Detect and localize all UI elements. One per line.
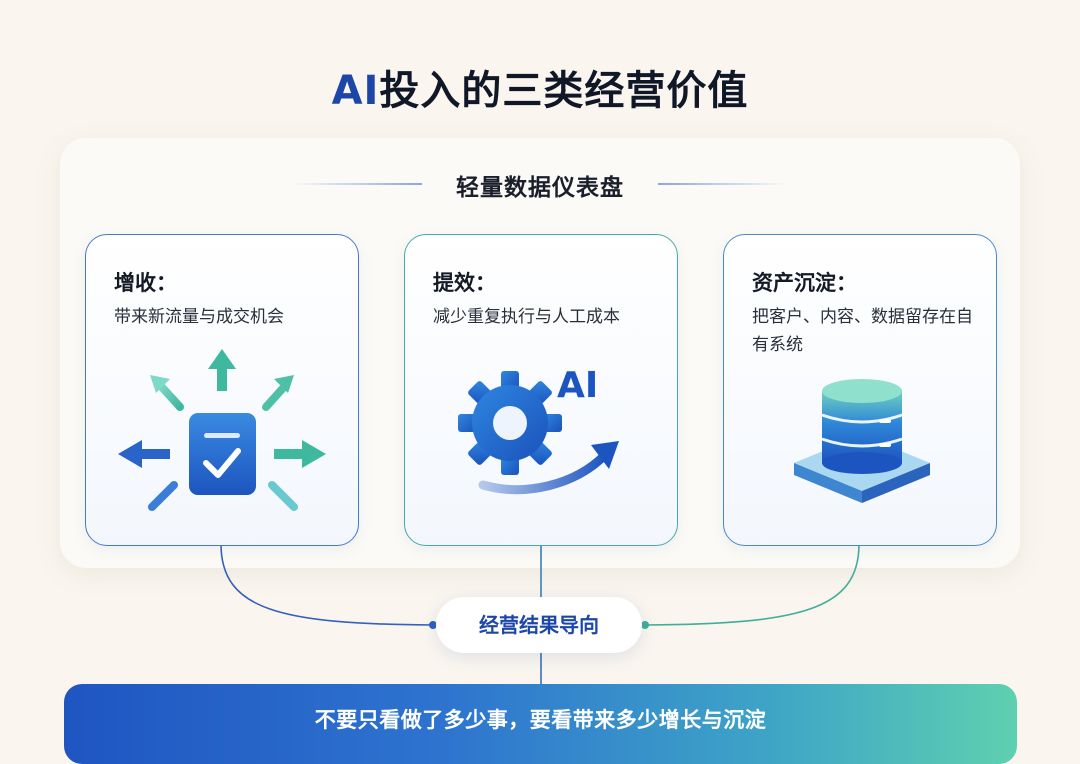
database-stack-icon xyxy=(794,379,930,503)
title-ai-prefix: AI xyxy=(331,68,380,114)
connector-left xyxy=(220,543,433,626)
card-title: 提效： xyxy=(433,271,496,295)
card-desc: 带来新流量与成交机会 xyxy=(114,307,284,327)
card-desc: 把客户、内容、数据留存在自有系统 xyxy=(752,307,973,355)
subtitle-rule-right xyxy=(658,183,788,185)
card-revenue: 增收： 带来新流量与成交机会 xyxy=(85,234,359,546)
document-check-arrows-icon xyxy=(118,349,326,511)
banner-text: 不要只看做了多少事，要看带来多少增长与沉淀 xyxy=(314,708,767,732)
card-assets: 资产沉淀： 把客户、内容、数据留存在自有系统 xyxy=(723,234,997,546)
card-title: 资产沉淀： xyxy=(752,271,857,295)
connector-dot-left xyxy=(429,621,437,629)
card-title: 增收： xyxy=(114,271,177,295)
subtitle-row: 轻量数据仪表盘 xyxy=(0,168,1080,201)
card-desc: 减少重复执行与人工成本 xyxy=(433,307,620,327)
bottom-banner: 不要只看做了多少事，要看带来多少增长与沉淀 xyxy=(64,684,1017,764)
connector-dot-right xyxy=(641,621,649,629)
card-efficiency: 提效： 减少重复执行与人工成本 AI xyxy=(404,234,678,546)
flow-connectors xyxy=(220,543,860,684)
page-title: AI投入的三类经营价值 xyxy=(0,58,1080,116)
subtitle-rule-left xyxy=(292,183,422,185)
title-rest: 投入的三类经营价值 xyxy=(379,68,749,114)
center-label-pill: 经营结果导向 xyxy=(436,597,642,653)
panel-subtitle: 轻量数据仪表盘 xyxy=(456,175,624,201)
gear-ai-arrow-icon: AI xyxy=(458,365,619,495)
ai-icon-text: AI xyxy=(557,365,598,406)
connector-right xyxy=(645,543,860,626)
